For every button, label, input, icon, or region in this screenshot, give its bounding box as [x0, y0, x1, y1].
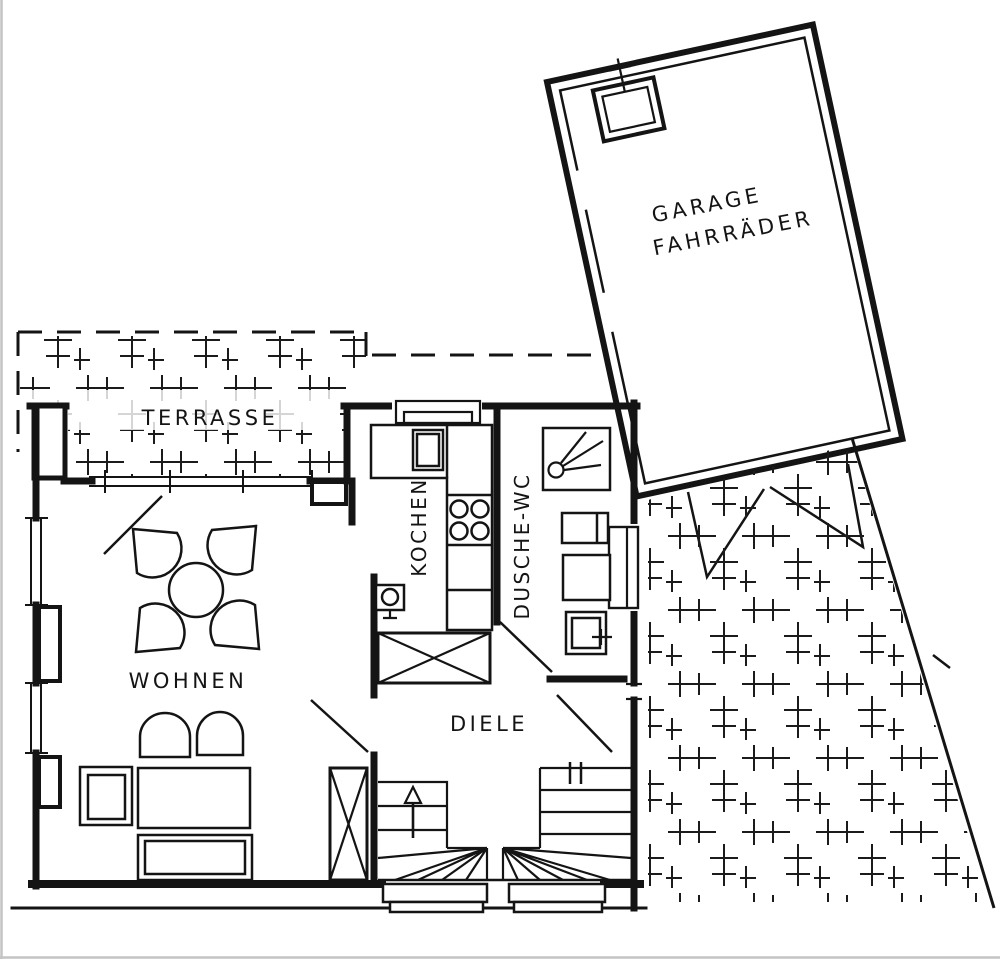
water-heater	[374, 583, 406, 620]
shower-room-label: DUSCHE-WC	[510, 472, 534, 619]
door-swings	[103, 495, 613, 784]
washbasin	[560, 511, 610, 545]
kitchen-label: KOCHEN	[407, 477, 431, 576]
garage-building: GARAGE FAHRRÄDER	[543, 20, 907, 581]
boiler-sink	[564, 610, 612, 656]
living-door-swing	[310, 699, 369, 753]
hall-label: DIELE	[450, 712, 528, 736]
front-door-swing	[556, 694, 613, 753]
dining-chairs	[131, 524, 261, 654]
shower-icon	[547, 431, 604, 479]
shower-tray	[541, 426, 612, 492]
cupboard-x	[376, 631, 492, 685]
kitchen	[369, 423, 494, 632]
living-room-label: WOHNEN	[129, 669, 248, 693]
wardrobe-x	[328, 766, 369, 882]
shower-door-swing	[499, 621, 553, 673]
kitchen-counter	[369, 423, 494, 632]
front-door-threshold	[626, 682, 642, 701]
side-armchair-inner	[86, 773, 127, 821]
shower-room	[541, 426, 612, 656]
boundary-tick	[932, 654, 951, 669]
stove-icon	[449, 499, 490, 541]
paved-yard	[648, 437, 996, 909]
wc	[561, 553, 612, 602]
yard-paving-hatch	[648, 444, 988, 902]
shower-room-window	[606, 524, 642, 611]
sofa-inner	[143, 839, 247, 876]
coffee-table	[136, 766, 252, 830]
winder-staircase	[377, 766, 632, 882]
round-table	[167, 561, 225, 619]
terrace-label-halo	[20, 390, 330, 430]
kitchen-window	[392, 398, 482, 427]
stair-up-arrow-icon	[403, 784, 423, 838]
garage-sink	[590, 58, 667, 144]
terrace-dashed-boundary	[16, 330, 602, 452]
entrance-steps	[381, 882, 607, 914]
boundary-line	[850, 437, 996, 909]
armchair-pair	[138, 710, 245, 759]
living-room	[78, 524, 261, 882]
terrace-area: TERRASSE	[16, 330, 602, 477]
terrace-label: TERRASSE	[141, 406, 279, 430]
terrace-door-swing	[103, 495, 163, 555]
